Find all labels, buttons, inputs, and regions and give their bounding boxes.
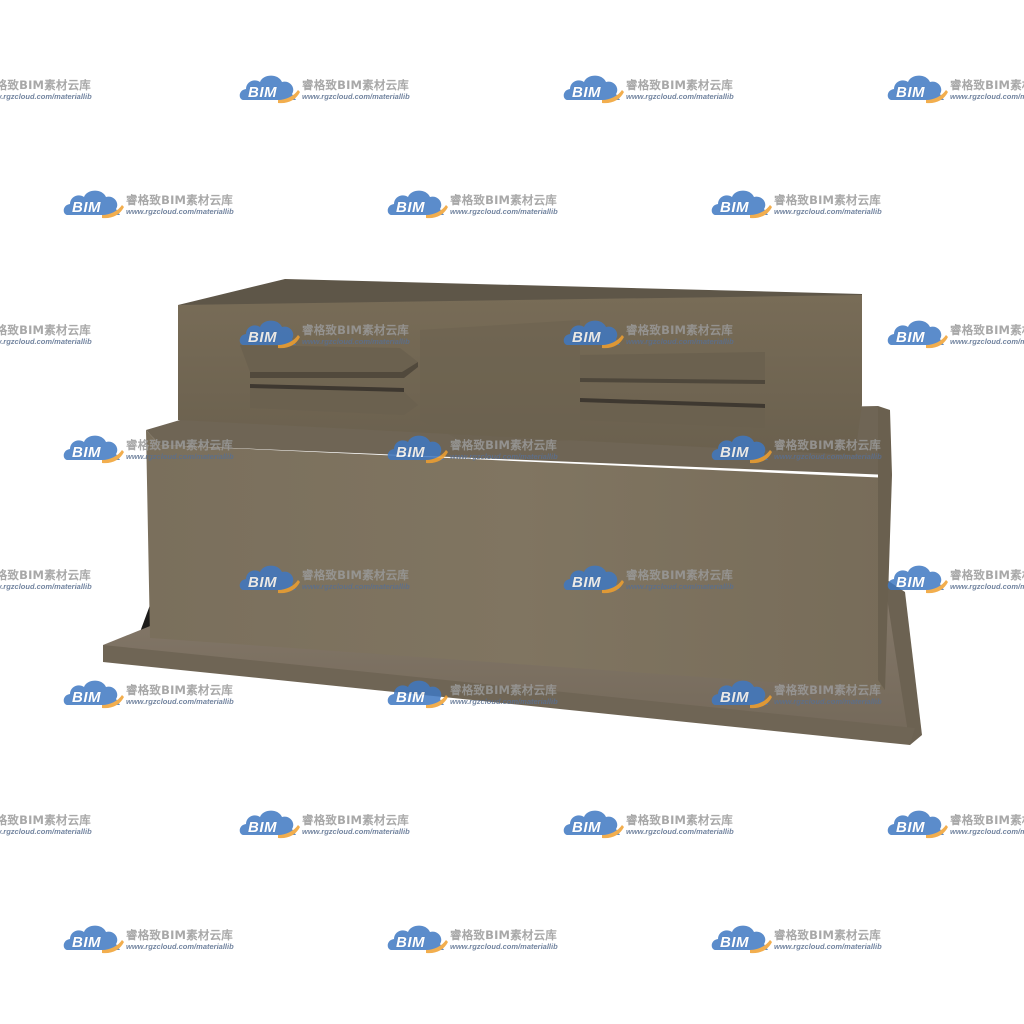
slot-right-upper-edge [580, 378, 765, 384]
base-plate-front [103, 645, 915, 745]
slot-right-upper [580, 352, 765, 380]
upper-block-divider [420, 320, 580, 445]
lower-block-front [146, 430, 890, 690]
slot-left-lower [250, 388, 418, 415]
slot-left-upper-edge [250, 362, 418, 378]
lower-block-right [878, 406, 892, 690]
slot-right-lower [580, 402, 765, 428]
base-plate-right [884, 578, 922, 745]
slot-left-upper [240, 345, 418, 372]
slot-right-lower-edge [580, 398, 765, 408]
slot-left-lower-edge [250, 384, 404, 392]
